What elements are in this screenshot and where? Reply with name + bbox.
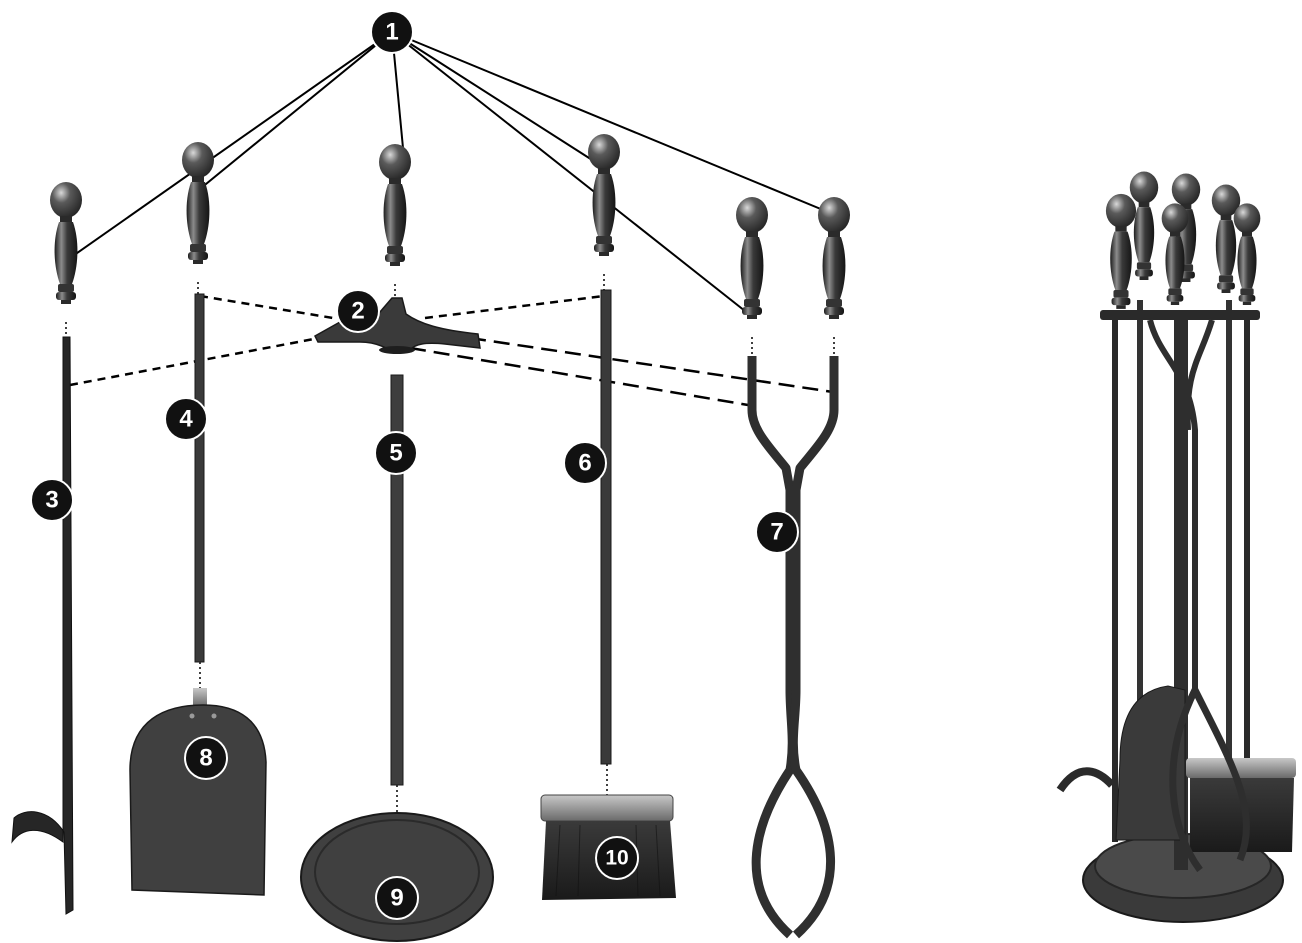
callout-badge-8: 8 xyxy=(185,737,227,779)
callout-badge-4: 4 xyxy=(165,398,207,440)
handle-poker xyxy=(50,182,82,304)
callout-badge-2: 2 xyxy=(337,290,379,332)
assembled-tool-set xyxy=(1060,172,1296,922)
callout-label-4: 4 xyxy=(179,406,193,433)
callout-label-7: 7 xyxy=(770,519,783,546)
poker-rod xyxy=(12,337,73,914)
handle-tongs-left xyxy=(736,197,768,319)
handle-brush xyxy=(588,134,620,256)
shovel-blade xyxy=(130,688,266,895)
callout-label-1: 1 xyxy=(385,19,398,46)
callout-badge-5: 5 xyxy=(375,432,417,474)
callout-label-5: 5 xyxy=(389,440,402,467)
callout-badge-3: 3 xyxy=(31,479,73,521)
callout-label-6: 6 xyxy=(578,450,591,477)
handle-ash-pan xyxy=(379,144,411,266)
shovel-rod xyxy=(195,294,204,662)
callout-badge-10: 10 xyxy=(596,837,638,879)
callout-label-8: 8 xyxy=(199,745,212,772)
tongs xyxy=(752,356,834,935)
callout-badge-7: 7 xyxy=(756,511,798,553)
handle-tongs-right xyxy=(818,197,850,319)
callout-label-9: 9 xyxy=(390,885,403,912)
callout-badge-9: 9 xyxy=(376,877,418,919)
callout-1-leader-lines xyxy=(70,32,828,311)
brush-rod xyxy=(601,290,611,764)
callout-badge-1: 1 xyxy=(371,11,413,53)
assembly-dashed-lines xyxy=(70,296,833,405)
handle-shovel xyxy=(182,142,214,264)
callout-badge-6: 6 xyxy=(564,442,606,484)
callout-label-2: 2 xyxy=(351,298,364,325)
callout-label-3: 3 xyxy=(45,487,58,514)
callout-label-10: 10 xyxy=(605,847,628,870)
